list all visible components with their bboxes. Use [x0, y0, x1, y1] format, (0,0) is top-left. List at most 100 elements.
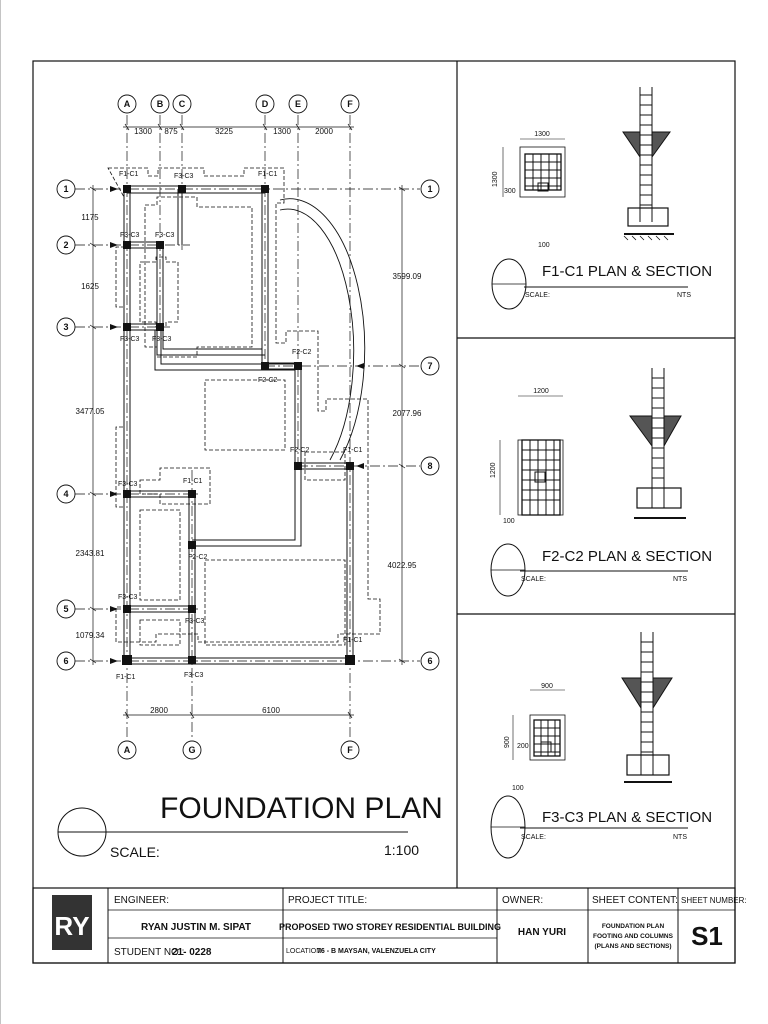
grid-label-left: 6	[63, 656, 68, 666]
footing-tag: F1-C1	[343, 637, 363, 644]
detail-dim: 900	[504, 736, 511, 748]
grid-label-right: 1	[427, 184, 432, 194]
detail-scale-value: NTS	[677, 292, 691, 299]
detail-f3c3-text: 900 900 200 100 F3-C3 PLAN & SECTION SCA…	[504, 683, 712, 841]
grid-label-top: A	[124, 99, 131, 109]
student-no-label: STUDENT NO.:	[114, 947, 184, 958]
detail-scale-label: SCALE:	[521, 834, 546, 841]
grid-label-top: C	[179, 99, 186, 109]
footing-tag: F2-C2	[292, 349, 312, 356]
grid-bubbles-bottom	[117, 740, 360, 760]
columns	[122, 185, 355, 665]
sheet-number-label: SHEET NUMBER:	[681, 896, 747, 905]
footing-tags: F1-C1 F3-C3 F1-C1 F3-C3 F3-C3 F3-C3 F3-C…	[116, 171, 363, 681]
detail-f1c1	[491, 87, 688, 310]
foundation-plan	[56, 94, 440, 760]
footing-tag: F1-C1	[258, 171, 278, 178]
grid-label-right: 6	[427, 656, 432, 666]
grid-bubbles-left	[56, 179, 76, 671]
project-title-label: PROJECT TITLE:	[288, 895, 367, 906]
grid-label-left: 3	[63, 322, 68, 332]
footing-tag: F3-C3	[118, 481, 138, 488]
plan-title: FOUNDATION PLAN	[160, 792, 443, 825]
sheet-number: S1	[691, 921, 723, 951]
logo-box	[52, 895, 92, 950]
grid-label-top: D	[262, 99, 269, 109]
detail-title: F2-C2 PLAN & SECTION	[542, 548, 712, 565]
sheet-content-line: FOUNDATION PLAN	[602, 923, 665, 930]
dim-left: 1079.34	[76, 631, 105, 640]
owner-name: HAN YURI	[518, 927, 566, 938]
footing-tag: F1-C1	[119, 171, 139, 178]
detail-dim: 1300	[534, 131, 550, 138]
footing-outlines	[107, 167, 381, 646]
engineer-name: RYAN JUSTIN M. SIPAT	[141, 922, 251, 933]
owner-label: OWNER:	[502, 895, 543, 906]
grid-label-top: E	[295, 99, 301, 109]
detail-dim: 200	[517, 743, 529, 750]
footing-tag: F3-C3	[174, 173, 194, 180]
detail-dim: 900	[541, 683, 553, 690]
footing-tag: F3-C3	[152, 336, 172, 343]
grid-label-top: F	[347, 99, 353, 109]
dim-top: 1300	[134, 127, 152, 136]
project-title: PROPOSED TWO STOREY RESIDENTIAL BUILDING	[279, 922, 501, 932]
dim-top: 2000	[315, 127, 333, 136]
footing-tag: F1-C1	[343, 447, 363, 454]
detail-title: F1-C1 PLAN & SECTION	[542, 263, 712, 280]
grid-bubbles-right	[420, 179, 440, 671]
detail-dim: 1200	[533, 388, 549, 395]
title-block	[32, 887, 736, 964]
detail-f2c2-text: 1200 1200 100 F2-C2 PLAN & SECTION SCALE…	[490, 388, 712, 583]
dim-right: 4022.95	[388, 561, 417, 570]
grid-label-bottom: A	[124, 745, 131, 755]
dimension-lines	[89, 123, 406, 719]
detail-dim: 1200	[490, 462, 497, 478]
title-block-text: ENGINEER: RYAN JUSTIN M. SIPAT STUDENT N…	[114, 895, 747, 958]
grid-label-left: 1	[63, 184, 68, 194]
detail-dim: 100	[538, 242, 550, 249]
grid-label-right: 7	[427, 361, 432, 371]
footing-tag: F3-C3	[120, 336, 140, 343]
footing-tag: F3-C3	[184, 672, 204, 679]
dim-left: 1625	[81, 282, 99, 291]
grid-arrows	[110, 186, 364, 664]
dim-top: 3225	[215, 127, 233, 136]
detail-f2c2	[490, 368, 688, 597]
sheet-content-label: SHEET CONTENT:	[592, 895, 678, 906]
footing-tag: F2-C2	[258, 377, 278, 384]
grid-bubbles-top	[117, 94, 360, 114]
location-label: LOCATION:	[286, 948, 323, 955]
sheet-content-line: FOOTING AND COLUMNS	[593, 933, 674, 940]
detail-title: F3-C3 PLAN & SECTION	[542, 809, 712, 826]
grid-label-right: 8	[427, 461, 432, 471]
curved-wall	[279, 198, 366, 461]
footing-tag: F3-C3	[185, 618, 205, 625]
footing-tag: F1-C1	[116, 674, 136, 681]
grid-label-left: 5	[63, 604, 68, 614]
engineer-label: ENGINEER:	[114, 895, 169, 906]
detail-dim: 100	[503, 518, 515, 525]
footing-tag: F2-C2	[290, 447, 310, 454]
plan-title-block: FOUNDATION PLAN SCALE: 1:100	[57, 792, 443, 860]
grid-label-left: 2	[63, 240, 68, 250]
footing-tag: F3-C3	[118, 594, 138, 601]
grid-label-left: 4	[63, 489, 68, 499]
detail-scale-value: NTS	[673, 834, 687, 841]
footing-tag: F3-C3	[155, 232, 175, 239]
logo: RY	[54, 911, 89, 941]
footing-tag: F1-C1	[183, 478, 203, 485]
detail-f1c1-text: 1300 1300 300 100 F1-C1 PLAN & SECTION S…	[492, 131, 712, 299]
detail-f3c3	[490, 632, 688, 859]
grid-lines	[75, 115, 420, 740]
location-value: 76 - B MAYSAN, VALENZUELA CITY	[317, 948, 436, 955]
dim-bottom: 6100	[262, 706, 280, 715]
dimension-text: 1300 875 3225 1300 2000 2800 6100 1175 1…	[76, 127, 422, 715]
dim-bottom: 2800	[150, 706, 168, 715]
detail-dim: 300	[504, 188, 516, 195]
grid-label-bottom: F	[347, 745, 353, 755]
dim-right: 3599.09	[393, 272, 422, 281]
dim-left: 1175	[81, 213, 99, 222]
detail-scale-value: NTS	[673, 576, 687, 583]
